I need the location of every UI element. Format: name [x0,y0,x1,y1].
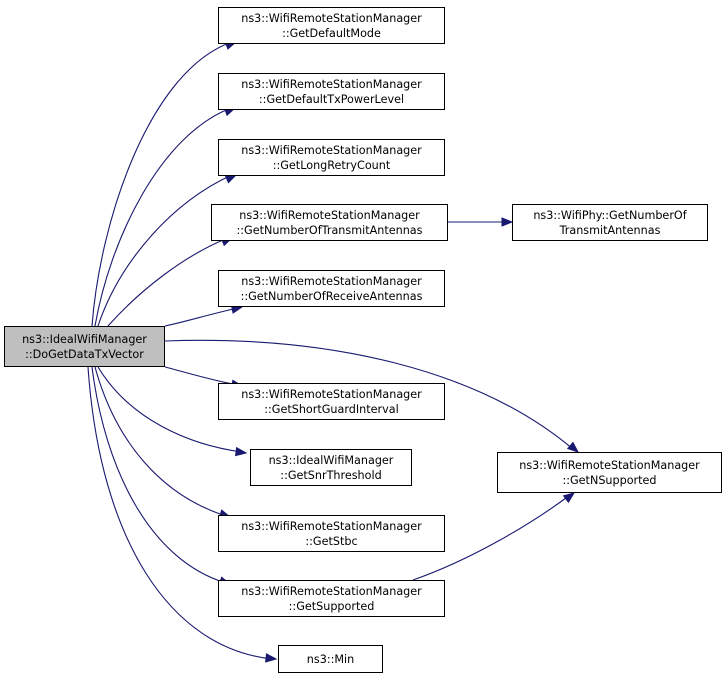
node-line-2: ::GetSupported [288,599,375,613]
arrowhead-icon [265,653,278,663]
node-get-stbc[interactable]: ns3::WifiRemoteStationManager ::GetStbc [218,515,445,552]
edge-root-to-get_n_supported [164,339,575,451]
node-line-2: ::GetLongRetryCount [272,158,391,172]
edge-root-to-get_default_mode [91,41,233,327]
edge-root-to-get_num_rx_antennas [164,307,239,327]
node-line-1: ns3::WifiRemoteStationManager [241,11,422,25]
node-get-snr-threshold[interactable]: ns3::IdealWifiManager ::GetSnrThreshold [250,449,412,486]
node-line-2: ::GetNSupported [562,473,657,487]
node-min[interactable]: ns3::Min [278,645,383,673]
node-line-2: ::GetSnrThreshold [280,468,382,482]
node-line-2: ::GetShortGuardInterval [264,402,399,416]
edge-root-to-get_supported [91,366,227,584]
arrowhead-icon [234,446,248,457]
node-line-2: ::DoGetDataTxVector [25,347,144,361]
node-line-2: ::GetNumberOfReceiveAntennas [240,289,423,303]
node-get-number-of-transmit-antennas[interactable]: ns3::WifiRemoteStationManager ::GetNumbe… [211,204,448,241]
node-line-1: ns3::WifiRemoteStationManager [519,458,700,472]
node-get-default-mode[interactable]: ns3::WifiRemoteStationManager ::GetDefau… [218,7,445,44]
node-line-2: TransmitAntennas [559,223,661,237]
edge-root-to-get_num_tx_antennas [107,237,229,327]
arrowhead-icon [566,441,580,453]
node-wifiphy-get-number-of-transmit-antennas[interactable]: ns3::WifiPhy::GetNumberOf TransmitAntenn… [512,204,708,241]
node-get-short-guard-interval[interactable]: ns3::WifiRemoteStationManager ::GetShort… [218,383,445,420]
node-line-1: ns3::WifiRemoteStationManager [239,208,420,222]
node-line-1: ns3::WifiRemoteStationManager [241,387,422,401]
edge-root-to-get_long_retry [97,174,233,327]
arrowhead-icon [224,174,238,184]
arrowhead-icon [501,217,514,227]
node-line-2: ::GetDefaultTxPowerLevel [258,92,405,106]
node-ideal-do-get-data-tx-vector: ns3::IdealWifiManager ::DoGetDataTxVecto… [4,326,165,367]
node-get-supported[interactable]: ns3::WifiRemoteStationManager ::GetSuppo… [218,580,445,617]
node-line-2: ::GetStbc [305,534,358,548]
node-line-1: ns3::WifiRemoteStationManager [241,584,422,598]
edge-root-to-get_default_tx_power [94,107,232,327]
node-get-number-of-receive-antennas[interactable]: ns3::WifiRemoteStationManager ::GetNumbe… [218,270,445,307]
node-get-n-supported[interactable]: ns3::WifiRemoteStationManager ::GetNSupp… [497,452,722,493]
node-line-1: ns3::IdealWifiManager [22,332,147,346]
edge-root-to-get_snr_threshold [97,366,243,453]
edge-get_supported-to-get_n_supported [412,494,571,581]
node-line-1: ns3::WifiRemoteStationManager [241,77,422,91]
node-line-1: ns3::Min [306,652,355,666]
node-line-1: ns3::WifiRemoteStationManager [241,143,422,157]
node-line-1: ns3::WifiRemoteStationManager [241,274,422,288]
edge-root-to-min [87,366,273,660]
node-line-1: ns3::WifiRemoteStationManager [241,519,422,533]
node-get-default-tx-power-level[interactable]: ns3::WifiRemoteStationManager ::GetDefau… [218,73,445,110]
node-line-2: ::GetNumberOfTransmitAntennas [236,223,423,237]
node-line-2: ::GetDefaultMode [282,26,381,40]
node-get-long-retry-count[interactable]: ns3::WifiRemoteStationManager ::GetLongR… [218,139,445,176]
node-line-1: ns3::IdealWifiManager [268,453,394,467]
node-line-1: ns3::WifiPhy::GetNumberOf [533,208,687,222]
edge-root-to-get_stbc [94,366,227,517]
arrowhead-icon [562,492,576,504]
